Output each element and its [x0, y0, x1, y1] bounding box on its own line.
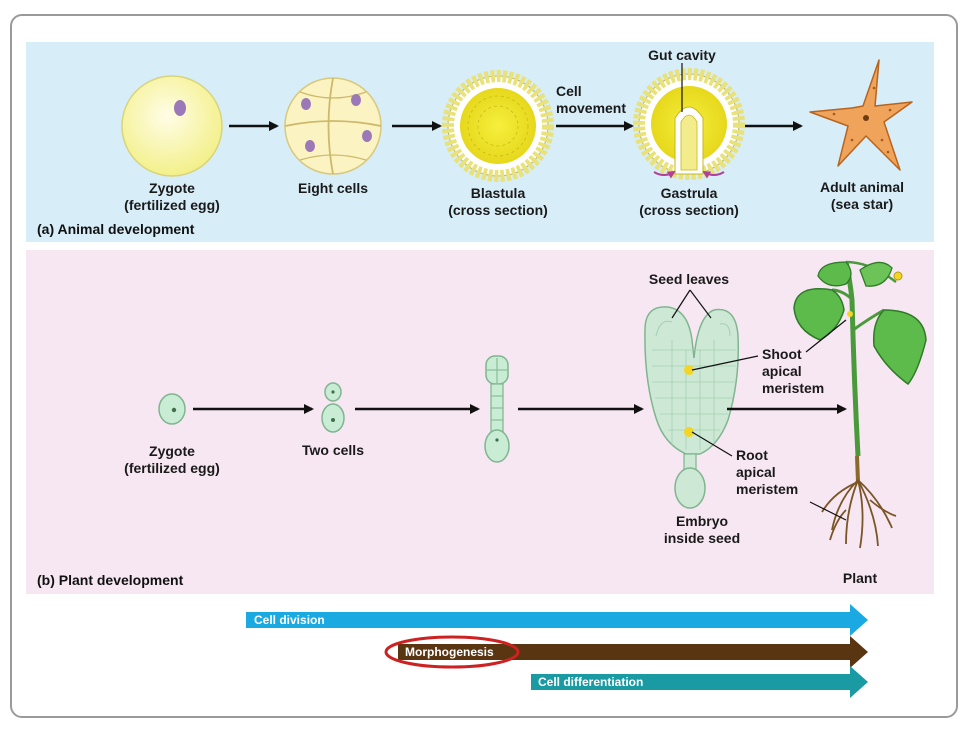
plant-panel-title: (b) Plant development — [37, 572, 184, 588]
morphogenesis-bar — [398, 636, 868, 668]
adult-animal-label-line1: Adult animal — [819, 179, 904, 195]
plant-illustration — [793, 260, 927, 549]
cell-differentiation-bar — [531, 666, 868, 698]
root-label-line1: Root — [736, 447, 768, 463]
shoot-label-line2: apical — [762, 363, 802, 379]
sea-star-illustration — [809, 59, 913, 171]
embryo-illustration — [644, 289, 759, 509]
cell-movement-label: Cell movement — [556, 83, 626, 117]
cell-division-bar — [246, 604, 868, 636]
cell-differentiation-label: Cell differentiation — [538, 675, 644, 689]
proembryo-illustration — [484, 355, 510, 463]
eight-cells-illustration — [284, 77, 382, 175]
plant-zygote-label: Zygote (fertilized egg) — [112, 443, 232, 477]
plant-zygote-label-line2: (fertilized egg) — [124, 460, 220, 476]
embryo-label-line2: inside seed — [663, 530, 741, 546]
two-cells-illustration — [321, 382, 345, 433]
animal-zygote-label-line1: Zygote — [149, 180, 195, 196]
root-meristem-label: Root apical meristem — [736, 447, 798, 498]
plant-label: Plant — [842, 570, 878, 586]
plant-zygote-illustration — [158, 393, 186, 425]
shoot-label-line1: Shoot — [762, 346, 802, 362]
gastrula-illustration — [633, 63, 745, 180]
animal-zygote-label-line2: (fertilized egg) — [124, 197, 220, 213]
gastrula-label-line1: Gastrula — [660, 185, 718, 201]
embryo-label-line1: Embryo — [675, 513, 729, 529]
gastrula-label: Gastrula (cross section) — [624, 185, 754, 219]
blastula-illustration — [442, 70, 554, 182]
gastrula-label-line2: (cross section) — [639, 202, 739, 218]
cell-movement-label-line2: movement — [556, 100, 627, 116]
adult-animal-label-line2: (sea star) — [830, 196, 894, 212]
cell-division-label: Cell division — [254, 613, 325, 627]
morphogenesis-label: Morphogenesis — [405, 645, 494, 659]
shoot-meristem-label: Shoot apical meristem — [762, 346, 824, 397]
blastula-label-line1: Blastula — [470, 185, 526, 201]
cell-movement-label-line1: Cell — [556, 83, 582, 99]
gut-cavity-label: Gut cavity — [648, 47, 716, 63]
animal-panel-title: (a) Animal development — [37, 221, 195, 237]
shoot-label-line3: meristem — [762, 380, 825, 396]
eight-cells-label: Eight cells — [297, 180, 369, 196]
plant-zygote-label-line1: Zygote — [149, 443, 195, 459]
two-cells-label: Two cells — [302, 442, 364, 458]
root-label-line3: meristem — [736, 481, 799, 497]
blastula-label-line2: (cross section) — [448, 202, 548, 218]
embryo-label: Embryo inside seed — [650, 513, 754, 547]
adult-animal-label: Adult animal (sea star) — [804, 179, 920, 213]
seed-leaves-label: Seed leaves — [648, 271, 730, 287]
animal-zygote-illustration — [121, 75, 223, 177]
animal-zygote-label: Zygote (fertilized egg) — [112, 180, 232, 214]
blastula-label: Blastula (cross section) — [432, 185, 564, 219]
root-label-line2: apical — [736, 464, 776, 480]
morphogenesis-highlight-ring — [384, 635, 520, 669]
